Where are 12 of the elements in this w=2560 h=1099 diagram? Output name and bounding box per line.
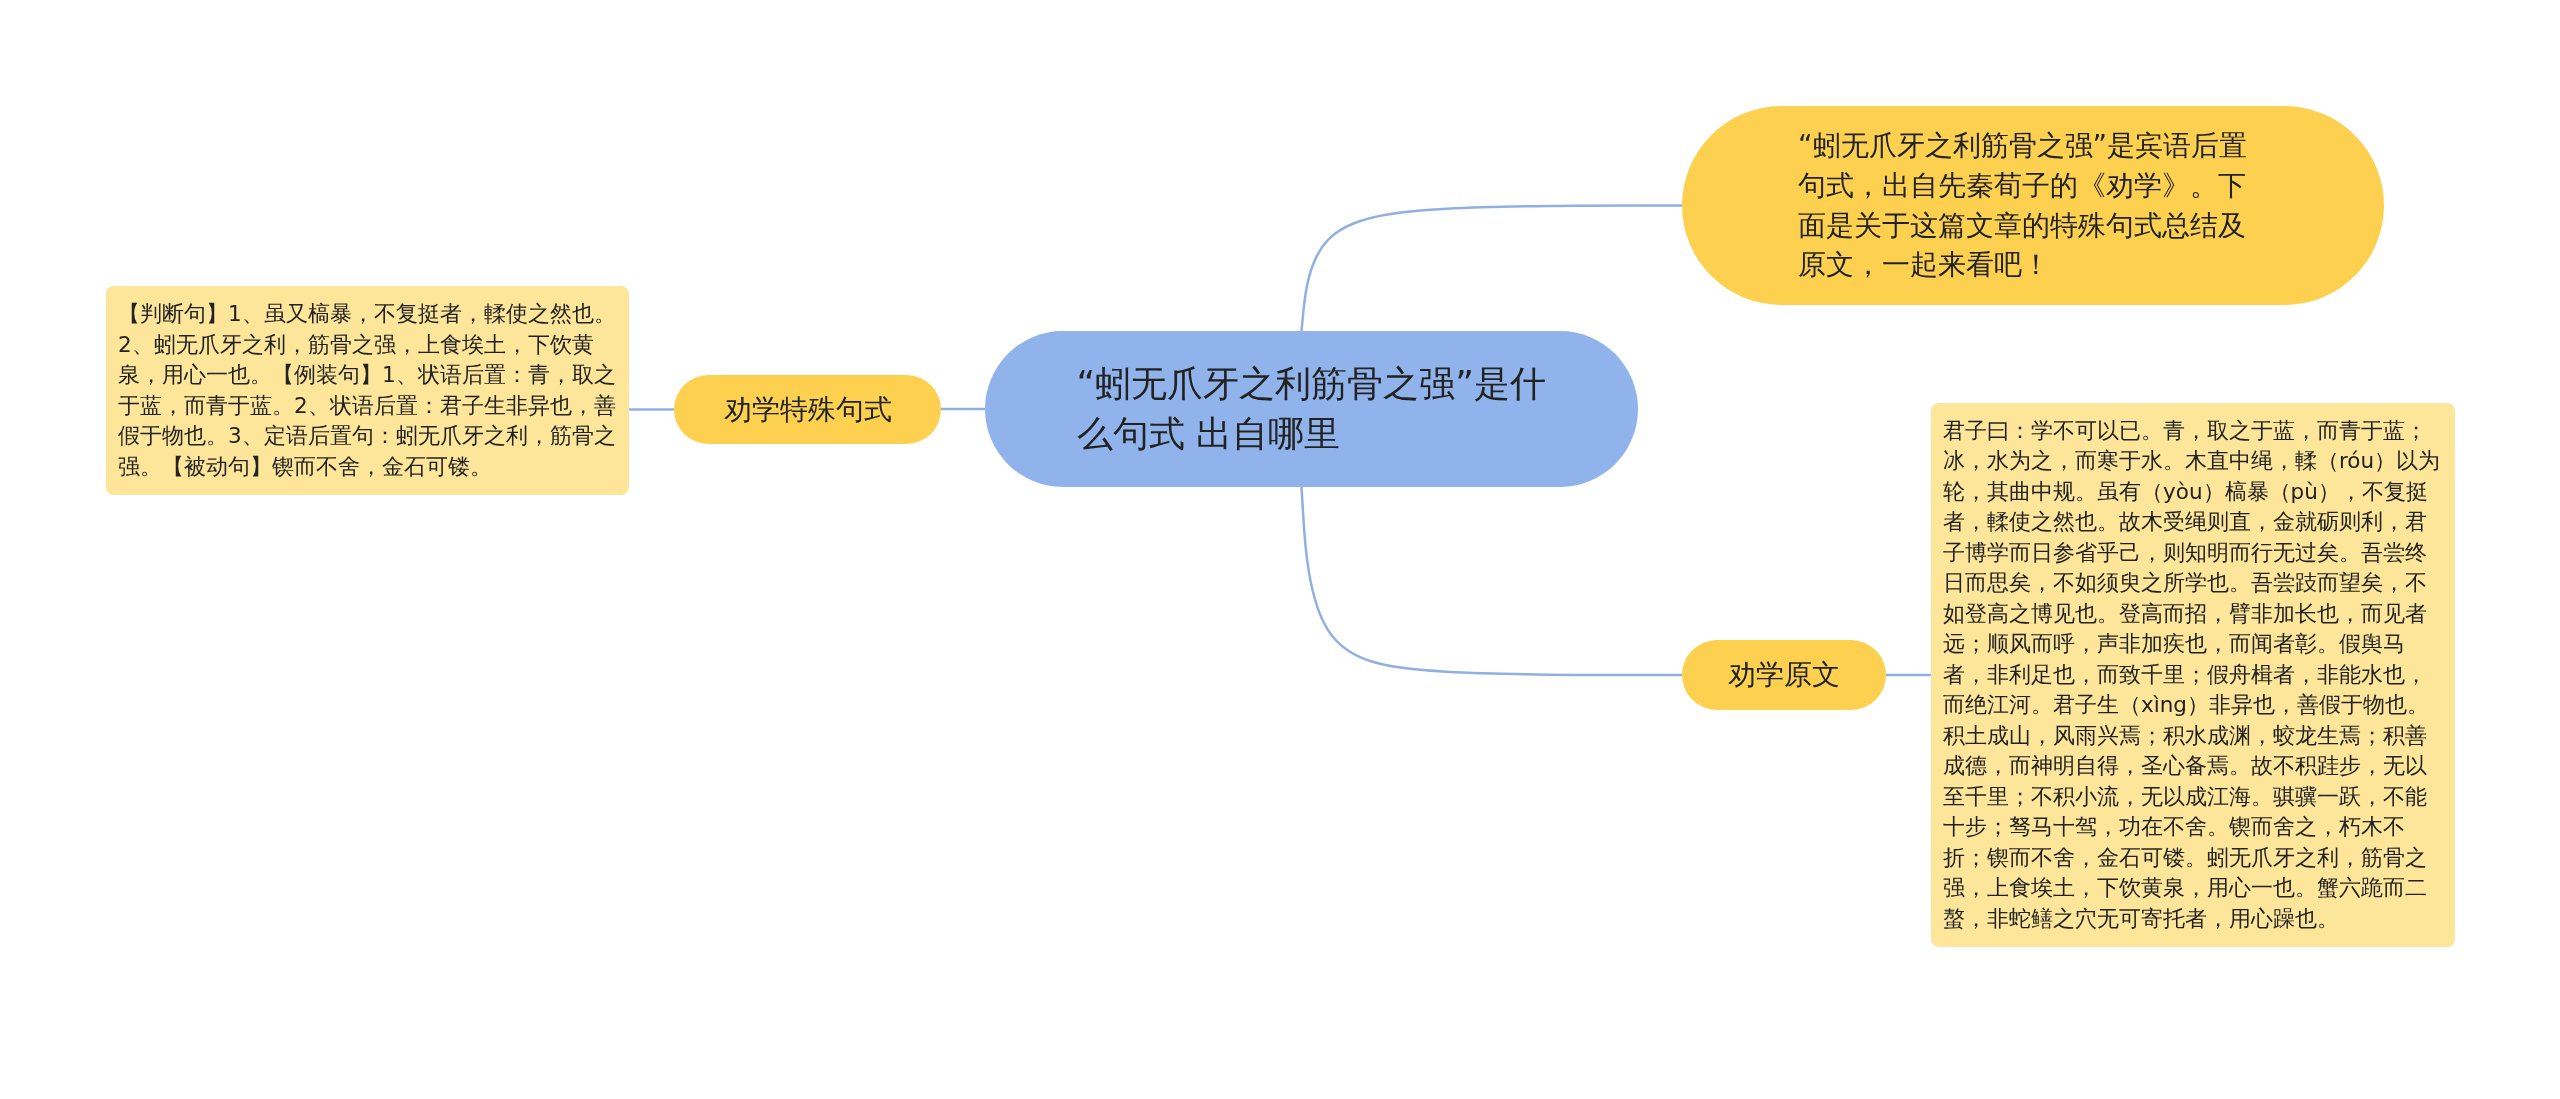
- connector-line: [1886, 673, 1931, 677]
- text-card: [106, 286, 629, 496]
- connector-line: [629, 408, 674, 411]
- connector-line: [1300, 486, 1682, 677]
- paragraph-text: 君子曰：学不可以已。青，取之于蓝，而青于蓝；冰，水为之，而寒于水。木直中绳，輮（róu）以为轮，其曲中规。虽有（yòu）槁暴（pù），不复挺者，輮使之然也。故木受绳则直，金就砺则利，君子博学而日参省乎己，则知明而行无过矣。吾尝终日而思矣，不如须臾之所学也。吾尝跂而望矣，不如登高之博见也。登高而招，臂非加长也，而见者远；顺风而呼，声非加疾也，而闻者彰。假舆马者，非利足也，而致千里；假舟楫者，非能水也，而绝江河。君子生（xìng）非异也，善假于物也。积土成山，风雨兴焉；积水成渊，蛟龙生焉；积善成德，而神明自得，圣心备焉。故不积跬步，无以至千里；不积小流，无以成江海。骐骥一跃，不能十步；驽马十驾，功在不舍。锲而舍之，朽木不折；锲而不舍，金石可镂。蚓无爪牙之利，筋骨之强，上食埃土，下饮黄泉，用心一也。蟹六跪而二螯，非蛇鳝之穴无可寄托者，用心躁也。: [1943, 416, 2442, 933]
- connector-line: [941, 407, 985, 411]
- topic-text: 劝学原文: [1728, 658, 1840, 692]
- topic-text: “蚓无爪牙之利筋骨之强”是什么句式 出自哪里: [1076, 361, 1547, 456]
- paragraph-text: 【判断句】1、虽又槁暴，不复挺者，輮使之然也。2、蚓无爪牙之利，筋骨之强，上食埃土，下饮黄泉，用心一也。【例装句】1、状语后置：青，取之于蓝，而青于蓝。2、状语后置：君子生非异也，善假于物也。3、定语后置句：蚓无爪牙之利，筋骨之强。【被动句】锲而不舍，金石可镂。: [118, 300, 617, 481]
- topic-text: 劝学特殊句式: [723, 392, 892, 427]
- connector-line: [1300, 204, 1682, 332]
- topic-text: “蚓无爪牙之利筋骨之强”是宾语后置句式，出自先秦荀子的《劝学》。下面是关于这篇文章的特殊句式总结及原文，一起来看吧！: [1798, 128, 2248, 284]
